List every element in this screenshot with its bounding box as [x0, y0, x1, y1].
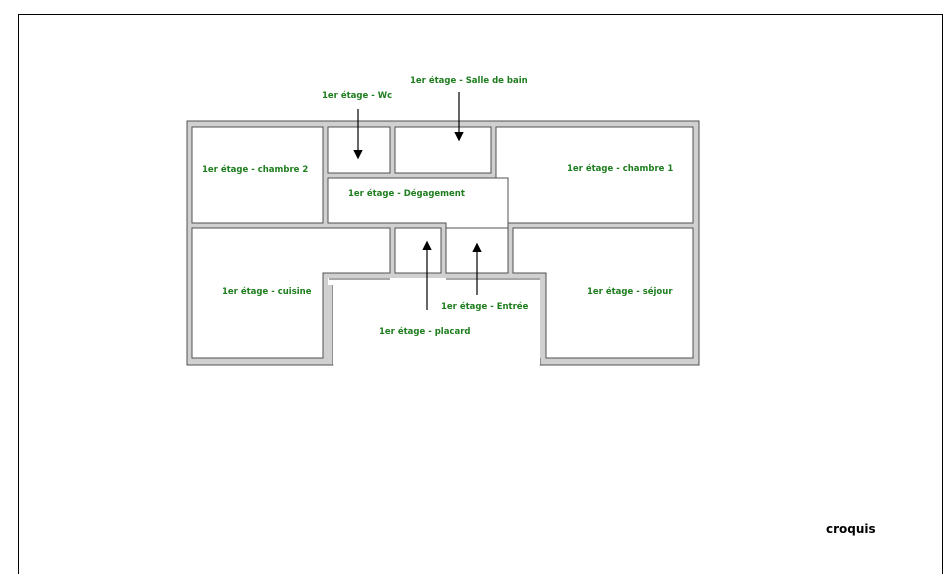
room-salle-de-bain — [394, 126, 492, 174]
room-chambre-2 — [191, 126, 324, 224]
label-degagement: 1er étage - Dégagement — [348, 188, 465, 199]
label-wc: 1er étage - Wc — [322, 90, 392, 101]
label-placard: 1er étage - placard — [379, 326, 470, 337]
room-placard — [394, 227, 442, 274]
label-salle-de-bain: 1er étage - Salle de bain — [410, 75, 528, 86]
lower-open-area — [334, 281, 539, 365]
drawing-frame — [18, 14, 943, 574]
room-wc — [327, 126, 391, 174]
label-cuisine: 1er étage - cuisine — [222, 286, 312, 297]
room-sejour — [512, 227, 694, 359]
room-cuisine — [191, 227, 391, 359]
label-chambre-1: 1er étage - chambre 1 — [567, 163, 673, 174]
label-entree: 1er étage - Entrée — [441, 301, 529, 312]
label-sejour: 1er étage - séjour — [587, 286, 673, 297]
caption-croquis: croquis — [826, 522, 876, 536]
room-chambre-1 — [495, 126, 694, 224]
label-chambre-2: 1er étage - chambre 2 — [202, 164, 308, 175]
